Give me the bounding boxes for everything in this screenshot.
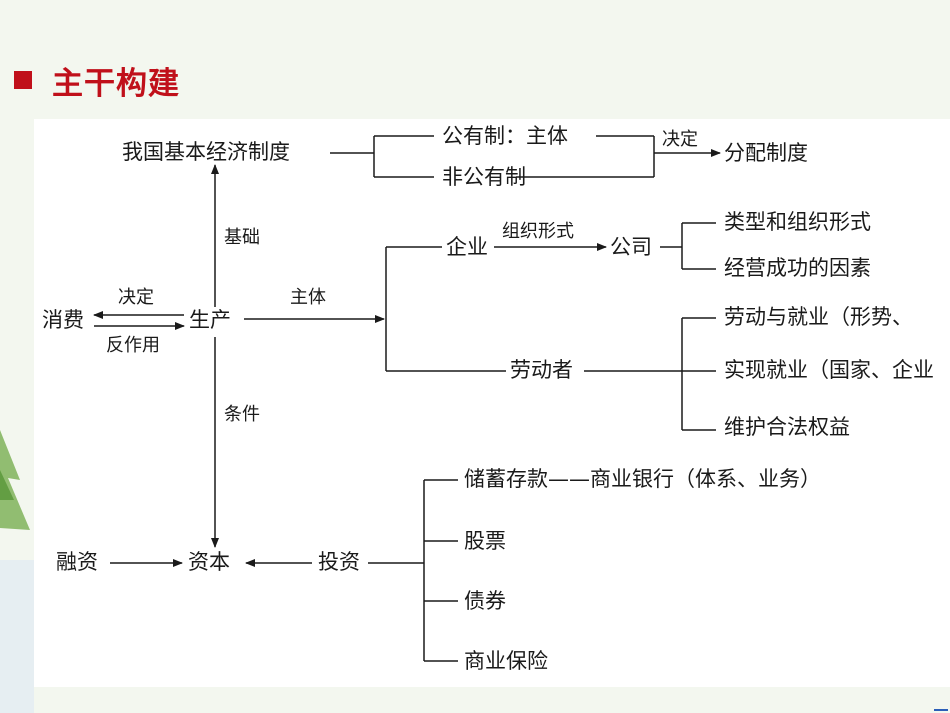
diagram-panel: 我国基本经济制度 公有制：主体 非公有制 决定 分配制度 基础 企业 组织形式 … — [34, 119, 950, 687]
tree-decoration-shade — [0, 470, 14, 500]
node-laborer: 劳动者 — [510, 358, 573, 382]
node-types-and-forms: 类型和组织形式 — [724, 210, 871, 234]
node-enterprise: 企业 — [446, 235, 488, 259]
node-distribution-system: 分配制度 — [724, 141, 808, 165]
node-realize-employment: 实现就业（国家、企业 — [724, 358, 934, 382]
node-labor-employment: 劳动与就业（形势、 — [724, 305, 913, 329]
slide-corner-mark — [934, 709, 948, 711]
node-bonds: 债券 — [464, 589, 506, 613]
connector-lines — [93, 135, 721, 662]
edge-label-decide-top: 决定 — [662, 129, 698, 150]
edge-label-counteract: 反作用 — [106, 335, 160, 356]
node-basic-economic-system: 我国基本经济制度 — [122, 140, 290, 164]
node-stocks: 股票 — [464, 529, 506, 553]
edge-label-org-form: 组织形式 — [502, 221, 574, 242]
edge-label-condition: 条件 — [224, 404, 260, 425]
edge-label-decide: 决定 — [118, 287, 154, 308]
tree-decoration — [0, 430, 30, 530]
node-consumption: 消费 — [42, 308, 84, 332]
node-financing: 融资 — [56, 550, 98, 574]
node-commercial-insurance: 商业保险 — [464, 649, 548, 673]
edge-label-main-body: 主体 — [290, 287, 326, 308]
node-protect-rights: 维护合法权益 — [724, 415, 850, 439]
node-non-public-ownership: 非公有制 — [442, 165, 526, 189]
node-production: 生产 — [189, 308, 231, 332]
edge-label-foundation: 基础 — [224, 227, 260, 248]
node-public-ownership: 公有制：主体 — [442, 124, 568, 148]
snow-ground — [0, 560, 34, 713]
node-savings-bank: 储蓄存款——商业银行（体系、业务） — [464, 467, 821, 491]
node-capital: 资本 — [188, 550, 230, 574]
page-title: 主干构建 — [52, 65, 180, 102]
node-success-factors: 经营成功的因素 — [724, 256, 871, 280]
square-bullet-icon — [14, 71, 32, 89]
section-header: 主干构建 — [14, 58, 180, 102]
node-investment: 投资 — [318, 550, 360, 574]
node-company: 公司 — [610, 235, 652, 259]
